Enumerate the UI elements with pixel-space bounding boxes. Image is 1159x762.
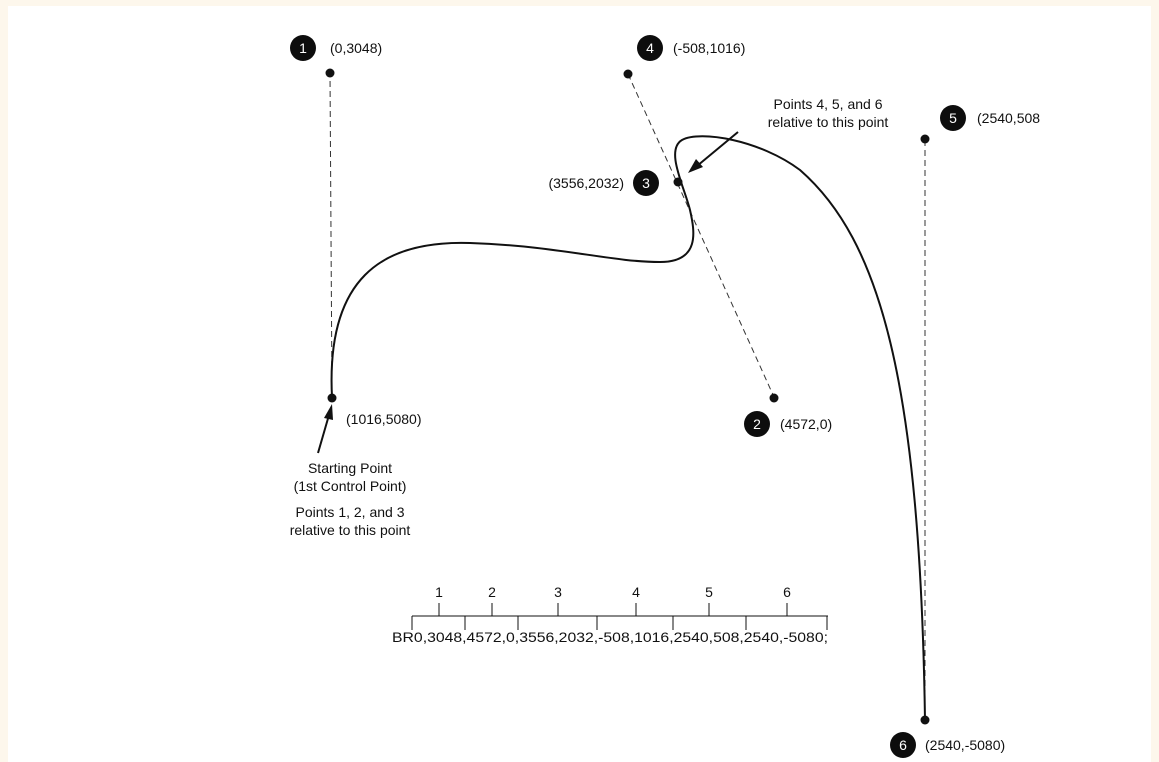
- point-4-badge-number: 4: [646, 40, 654, 56]
- point-6-badge: 6: [890, 732, 916, 758]
- start-point-label-line2: (1st Control Point): [294, 478, 407, 494]
- ruler-index-4: 4: [632, 584, 640, 600]
- start-point-coord-label: (1016,5080): [346, 411, 422, 427]
- point-1-dot: [325, 68, 335, 78]
- ruler-index-6: 6: [783, 584, 791, 600]
- bezier-diagram: 1 (0,3048) 2 (4572,0) 3 (3556,2032) 4 (-…: [290, 35, 1040, 758]
- point-2-badge-number: 2: [753, 416, 761, 432]
- start-point-note-line2: relative to this point: [290, 522, 411, 538]
- point-1-badge-number: 1: [299, 40, 307, 56]
- control-line-start-to-1: [329, 71, 333, 398]
- point3-note-line2: relative to this point: [768, 114, 889, 130]
- point3-note-arrow: [696, 131, 739, 167]
- point-3-badge-number: 3: [642, 175, 650, 191]
- point-5-coord-label: (2540,508: [977, 110, 1040, 126]
- ruler-index-1: 1: [435, 584, 443, 600]
- start-point-note-line1: Points 1, 2, and 3: [296, 504, 405, 520]
- point-2-coord-label: (4572,0): [780, 416, 832, 432]
- control-line-4-to-2: [627, 73, 775, 398]
- point-2-dot: [769, 393, 779, 403]
- point3-note-line1: Points 4, 5, and 6: [774, 96, 883, 112]
- point-6-coord-label: (2540,-5080): [925, 737, 1005, 753]
- ruler-index-5: 5: [705, 584, 713, 600]
- start-point-label-line1: Starting Point: [308, 460, 392, 476]
- point-1-coord-label: (0,3048): [330, 40, 382, 56]
- point-3-badge: 3: [633, 170, 659, 196]
- point-5-badge-number: 5: [949, 110, 957, 126]
- point-2-badge: 2: [744, 411, 770, 437]
- diagram-frame: 1 (0,3048) 2 (4572,0) 3 (3556,2032) 4 (-…: [8, 6, 1151, 762]
- start-point-arrow: [317, 414, 330, 454]
- command-string: BR0,3048,4572,0,3556,2032,-508,1016,2540…: [392, 629, 828, 645]
- start-point-dot: [327, 393, 337, 403]
- ruler-index-2: 2: [488, 584, 496, 600]
- point-6-dot: [920, 715, 930, 725]
- point3-note-arrowhead: [688, 159, 703, 173]
- point-1-badge: 1: [290, 35, 316, 61]
- point-4-coord-label: (-508,1016): [673, 40, 745, 56]
- start-point-arrowhead: [324, 404, 333, 420]
- command-ruler: [411, 603, 828, 630]
- point-4-dot: [623, 69, 633, 79]
- ruler-index-3: 3: [554, 584, 562, 600]
- point-3-coord-label: (3556,2032): [548, 175, 624, 191]
- point-6-badge-number: 6: [899, 737, 907, 753]
- point-5-badge: 5: [940, 105, 966, 131]
- bezier-curve: [330, 135, 926, 721]
- point-4-badge: 4: [637, 35, 663, 61]
- point-5-dot: [920, 134, 930, 144]
- point-3-dot: [673, 177, 683, 187]
